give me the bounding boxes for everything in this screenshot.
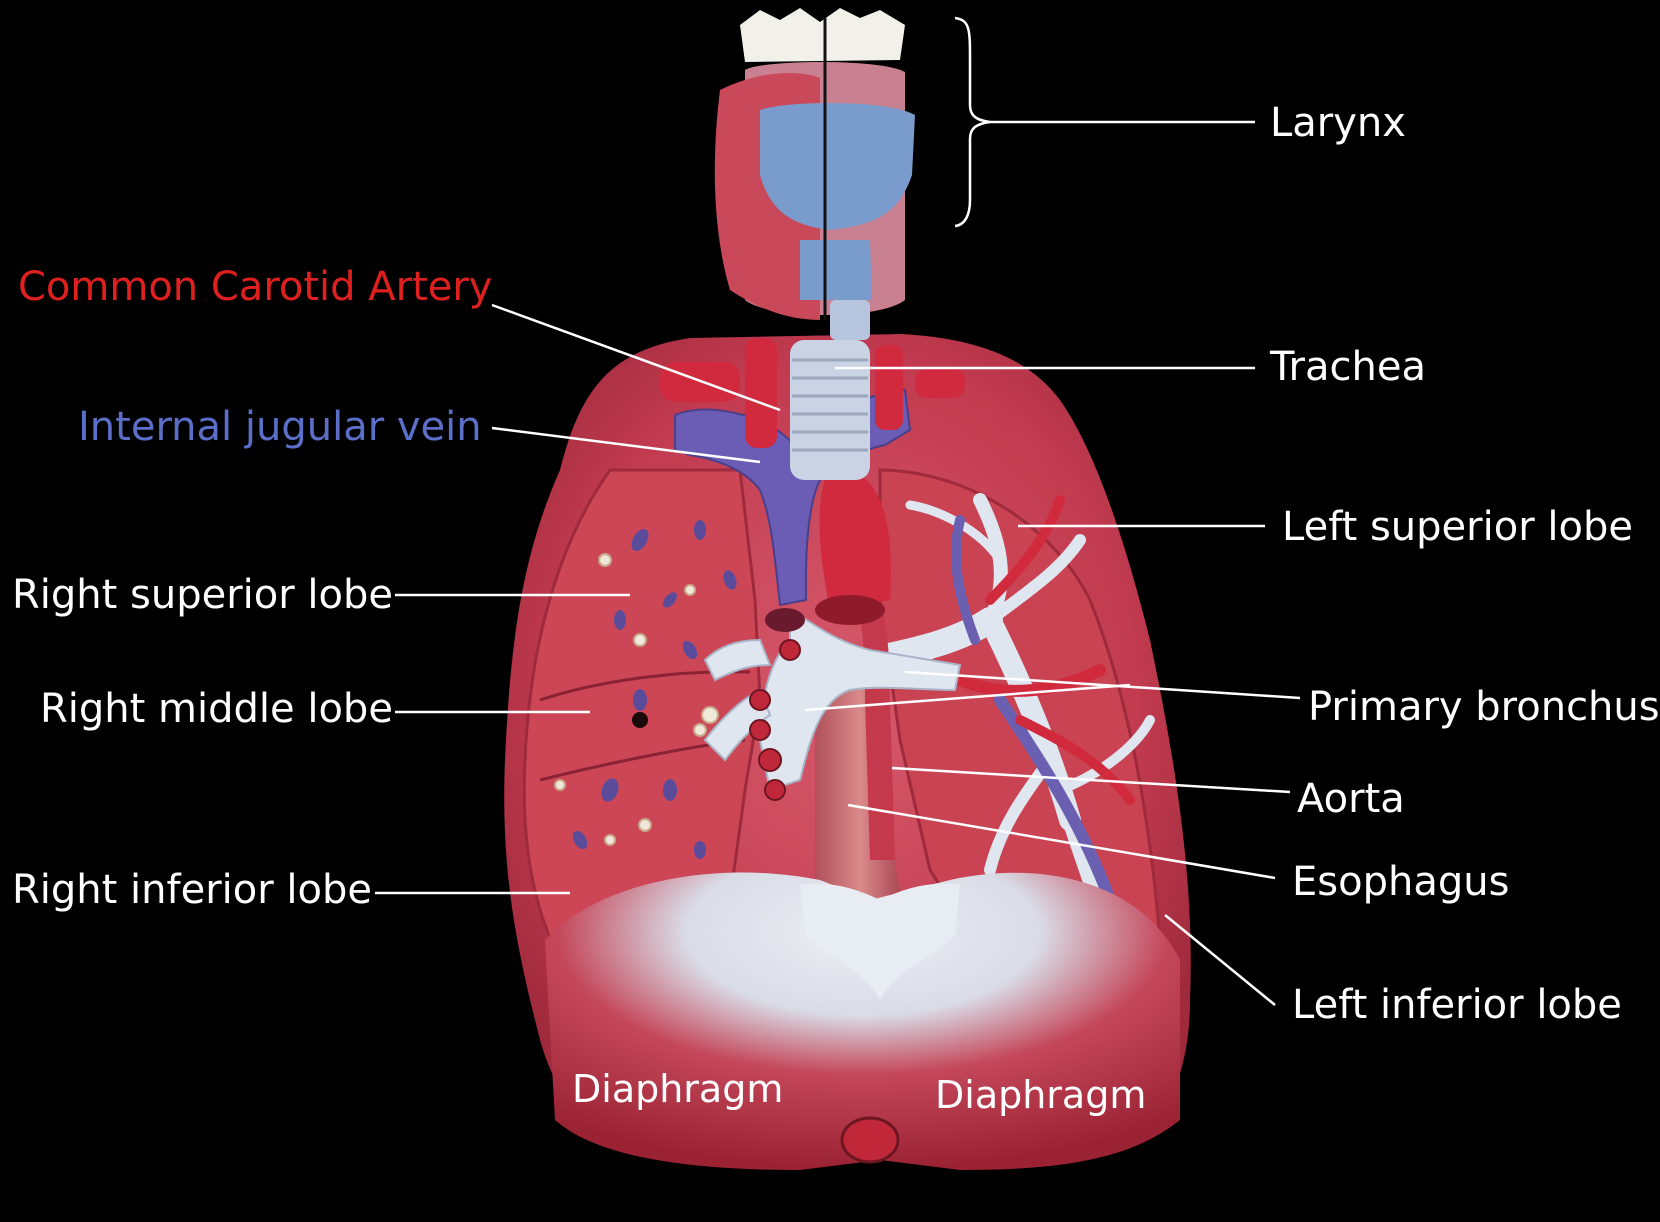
- label-left-superior-lobe: Left superior lobe: [1282, 504, 1633, 550]
- larynx-shape: [715, 8, 915, 340]
- esophageal-hiatus: [842, 1118, 898, 1162]
- label-esophagus: Esophagus: [1292, 859, 1509, 905]
- label-larynx: Larynx: [1270, 100, 1406, 146]
- label-diaphragm-left: Diaphragm: [572, 1067, 783, 1111]
- label-right-inferior-lobe: Right inferior lobe: [12, 867, 372, 913]
- label-trachea: Trachea: [1269, 344, 1426, 390]
- vena-cava-opening: [765, 608, 805, 632]
- label-diaphragm-right: Diaphragm: [935, 1073, 1146, 1117]
- label-primary-bronchus: Primary bronchus: [1308, 684, 1660, 730]
- aorta-opening: [815, 595, 885, 625]
- label-right-superior-lobe: Right superior lobe: [12, 572, 393, 618]
- label-common-carotid-artery: Common Carotid Artery: [18, 264, 492, 310]
- label-internal-jugular-vein: Internal jugular vein: [78, 404, 482, 450]
- label-right-middle-lobe: Right middle lobe: [40, 686, 393, 732]
- label-left-inferior-lobe: Left inferior lobe: [1292, 982, 1622, 1028]
- label-aorta: Aorta: [1297, 776, 1405, 822]
- right-lung-hole: [632, 712, 648, 728]
- trachea-shape: [790, 340, 870, 480]
